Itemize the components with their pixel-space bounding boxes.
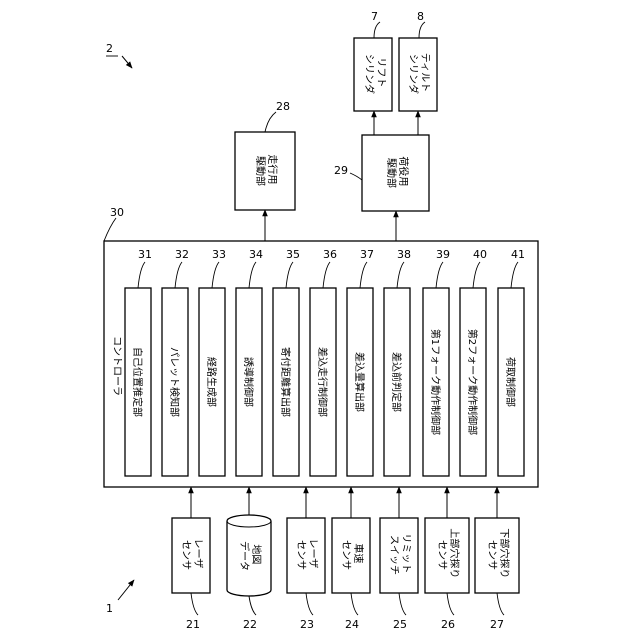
tilt-cylinder-label: ティルト シリンダ [407,53,430,96]
module-37-ref-number: 37 [360,248,374,261]
controller-ref-leader [104,218,116,241]
input-21-ref-number: 21 [186,618,200,631]
sensor-group-ref-arrow [118,580,134,600]
module-41-label: 荷取制御部 [504,357,517,407]
module-33-label: 経路生成部 [205,357,218,407]
input-25-leader [399,593,406,615]
lift-ref-number: 7 [371,10,378,23]
tilt-ref-leader [419,22,425,38]
module-40-ref-number: 40 [473,248,487,261]
travel-drive-label: 走行用 駆動部 [254,154,279,187]
input-24-label: 車速 センサ [340,540,365,570]
input-22-label: 地図 データ [238,541,263,571]
input-22-map-data: 地図 データ 22 [227,515,271,631]
module-40-label: 第2フォーク動作制御部 [466,329,479,435]
system-ref-number: 2 [106,42,113,55]
cargo-drive-ref-number: 29 [334,164,348,177]
cargo-drive-block: 荷役用 駆動部 29 [334,135,429,211]
module-38-label: 差込前判定部 [390,352,403,412]
lift-ref-leader [374,22,380,38]
module-35-label: 寄付距離算出部 [279,347,292,417]
module-37-label: 差込量算出部 [353,352,366,412]
module-34-ref-number: 34 [249,248,263,261]
module-35-ref-number: 35 [286,248,300,261]
module-39-label: 第1フォーク動作制御部 [429,329,442,435]
input-25-limit-switch: リミット スイッチ 25 [380,518,418,631]
input-21-laser-sensor: レーザ センサ 21 [172,518,210,631]
module-36-ref-number: 36 [323,248,337,261]
module-41-ref-number: 41 [511,248,525,261]
input-24-speed-sensor: 車速 センサ 24 [332,518,370,631]
module-32-ref-number: 32 [175,248,189,261]
input-25-ref-number: 25 [393,618,407,631]
controller-label: コントローラ [111,336,123,396]
cargo-drive-label: 荷役用 駆動部 [385,156,410,189]
module-32-label: パレット検知部 [168,347,181,417]
lift-cylinder-label: リフト シリンダ [363,54,386,94]
input-27-ref-number: 27 [490,618,504,631]
input-26-upper-hole-sensor: 上部穴探り センサ 26 [425,518,469,631]
input-23-laser-sensor: レーザ センサ 23 [287,518,325,631]
input-27-lower-hole-sensor: 下部穴探り センサ 27 [475,518,519,631]
tilt-ref-number: 8 [417,10,424,23]
travel-drive-block: 走行用 駆動部 28 [235,100,295,210]
sensor-group-ref-number: 1 [106,602,113,615]
input-26-leader [447,593,454,615]
module-38-ref-number: 38 [397,248,411,261]
module-31-label: 自己位置推定部 [131,347,144,417]
controller-ref-number: 30 [110,206,124,219]
input-26-ref-number: 26 [441,618,455,631]
tilt-cylinder-block: ティルト シリンダ 8 [399,10,437,111]
input-27-leader [497,593,504,615]
travel-drive-ref-leader [265,112,276,132]
lift-cylinder-block: リフト シリンダ 7 [354,10,392,111]
input-23-leader [306,593,313,615]
input-21-leader [191,593,198,615]
input-22-leader [249,596,256,615]
module-34-label: 誘導制御部 [242,357,255,407]
module-33-ref-number: 33 [212,248,226,261]
system-ref-arrow [122,56,132,68]
module-39-ref-number: 39 [436,248,450,261]
input-25-label: リミット スイッチ [388,533,411,576]
input-23-ref-number: 23 [300,618,314,631]
module-31-ref-number: 31 [138,248,152,261]
input-24-ref-number: 24 [345,618,359,631]
input-24-leader [351,593,358,615]
cargo-drive-ref-leader [350,173,362,180]
travel-drive-ref-number: 28 [276,100,290,113]
input-22-ref-number: 22 [243,618,257,631]
module-36-label: 差込走行制御部 [316,347,329,417]
